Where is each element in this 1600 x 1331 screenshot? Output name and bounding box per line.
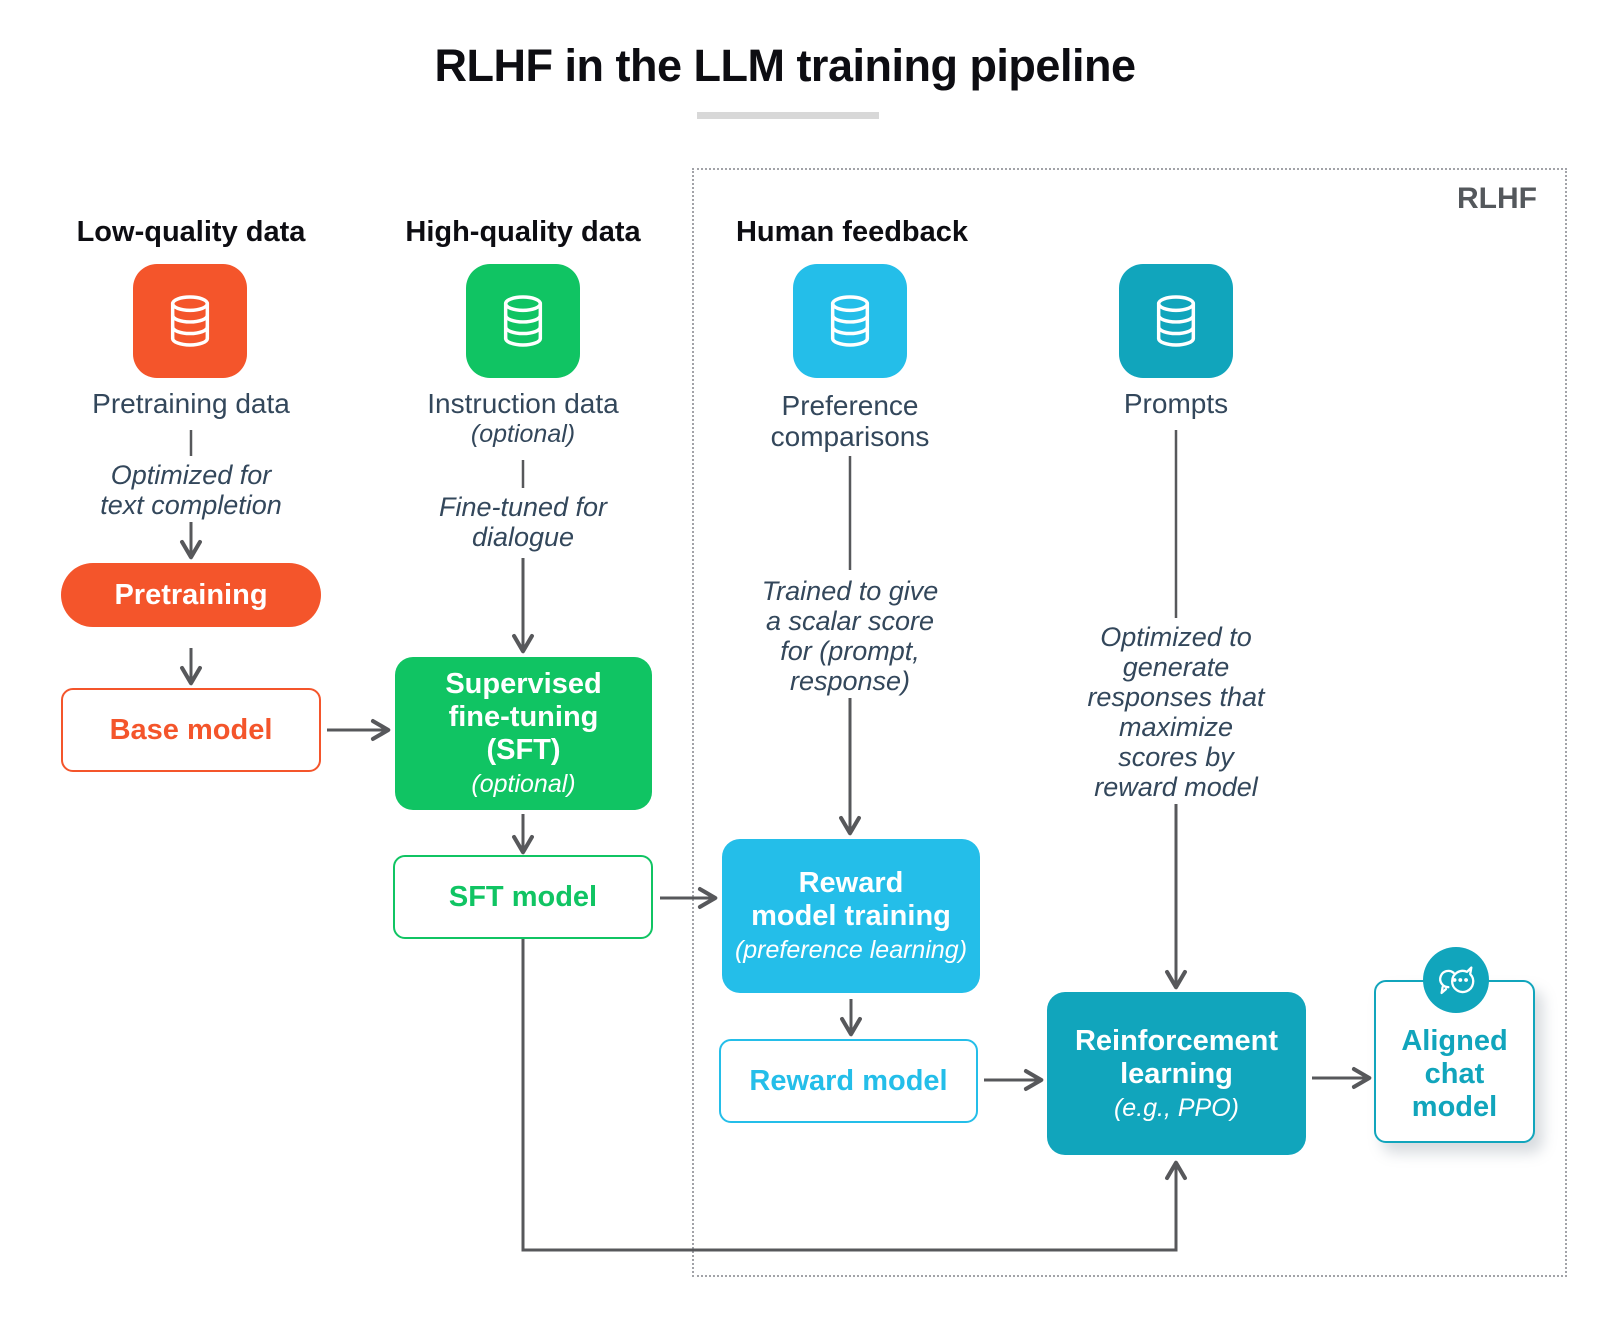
database-icon <box>830 295 870 347</box>
chat-bubbles-icon <box>1439 966 1475 995</box>
preference-annotation: Trained to give a scalar score for (prom… <box>761 576 939 696</box>
instruction-annotation: Fine-tuned for dialogue <box>438 492 608 552</box>
reward-model-training-node: Reward model training (preference learni… <box>722 839 980 993</box>
aligned-chat-model-node: Aligned chat model <box>1374 980 1535 1143</box>
page-title: RLHF in the LLM training pipeline <box>434 40 1136 91</box>
column-heading-human-feedback: Human feedback <box>735 216 969 248</box>
reward-model-node: Reward model <box>719 1039 978 1123</box>
database-icon <box>1156 295 1196 347</box>
base-model-node: Base model <box>61 688 321 772</box>
database-icon <box>503 295 543 347</box>
reinforcement-learning-sublabel: (e.g., PPO) <box>1113 1093 1240 1122</box>
sft-node-label: Supervised fine-tuning (SFT) <box>445 668 602 766</box>
reward-model-training-label: Reward model training <box>751 867 951 932</box>
pretraining-data-label: Pretraining data <box>92 388 290 419</box>
sft-model-node: SFT model <box>393 855 653 939</box>
aligned-chat-model-label: Aligned chat model <box>1401 1025 1508 1123</box>
database-icon <box>170 295 210 347</box>
instruction-data-label: Instruction data <box>427 388 619 419</box>
rlhf-boundary-label: RLHF <box>1457 182 1537 215</box>
title-underline <box>697 112 879 119</box>
preference-comparisons-tile <box>793 264 907 378</box>
instruction-data-sublabel: (optional) <box>470 420 576 448</box>
reward-model-training-sublabel: (preference learning) <box>734 936 968 964</box>
pretraining-node-label: Pretraining <box>114 578 268 611</box>
prompts-annotation: Optimized to generate responses that max… <box>1087 622 1265 802</box>
preference-comparisons-label: Preference comparisons <box>770 390 930 452</box>
instruction-data-tile <box>466 264 580 378</box>
reinforcement-learning-label: Reinforcement learning <box>1074 1024 1279 1090</box>
column-heading-low-quality: Low-quality data <box>76 216 306 248</box>
pretraining-annotation: Optimized for text completion <box>100 460 282 520</box>
sft-node: Supervised fine-tuning (SFT) (optional) <box>395 657 652 810</box>
reward-model-label: Reward model <box>749 1064 948 1097</box>
sft-node-sublabel: (optional) <box>471 770 576 798</box>
pretraining-data-tile <box>133 264 247 378</box>
sft-model-label: SFT model <box>448 880 598 913</box>
column-heading-high-quality: High-quality data <box>405 216 641 248</box>
prompts-tile <box>1119 264 1233 378</box>
rlhf-boundary <box>692 168 1567 1277</box>
reinforcement-learning-node: Reinforcement learning (e.g., PPO) <box>1047 992 1306 1155</box>
pretraining-node: Pretraining <box>61 563 321 627</box>
base-model-label: Base model <box>109 713 273 746</box>
prompts-label: Prompts <box>1123 388 1229 419</box>
chat-badge <box>1423 947 1489 1013</box>
